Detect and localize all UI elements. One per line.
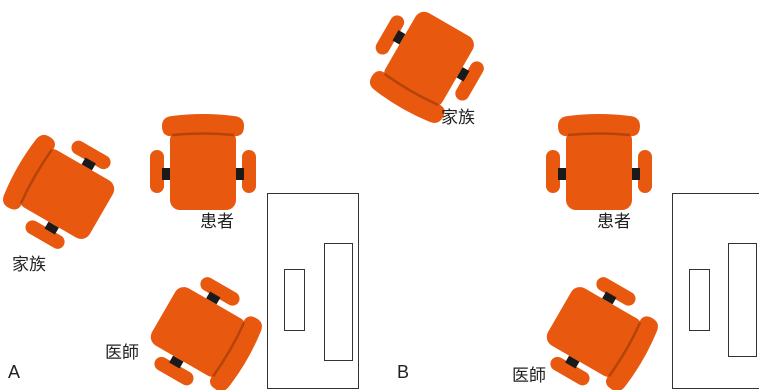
family-label-b: 家族 [441,108,475,128]
desk-b [672,193,759,389]
patient-label-a: 患者 [200,212,234,232]
desk-item-large-a [324,243,353,361]
desk-item-small-a [284,269,305,331]
doctor-chair-b [531,264,671,390]
doctor-label-a: 医師 [105,343,139,363]
patient-chair-b [544,112,654,212]
desk-a [267,193,359,389]
desk-item-small-b [689,269,710,331]
doctor-label-b: 医師 [512,366,546,386]
panel-letter-a: A [8,362,21,382]
family-label-a: 家族 [12,255,46,275]
desk-item-large-b [728,243,757,357]
family-chair-a [0,118,130,262]
panel-letter-b: B [397,362,410,382]
doctor-chair-a [135,264,275,390]
patient-label-b: 患者 [597,212,631,232]
panel-a [0,112,359,390]
patient-chair-a [148,112,258,212]
panel-b [353,0,759,390]
